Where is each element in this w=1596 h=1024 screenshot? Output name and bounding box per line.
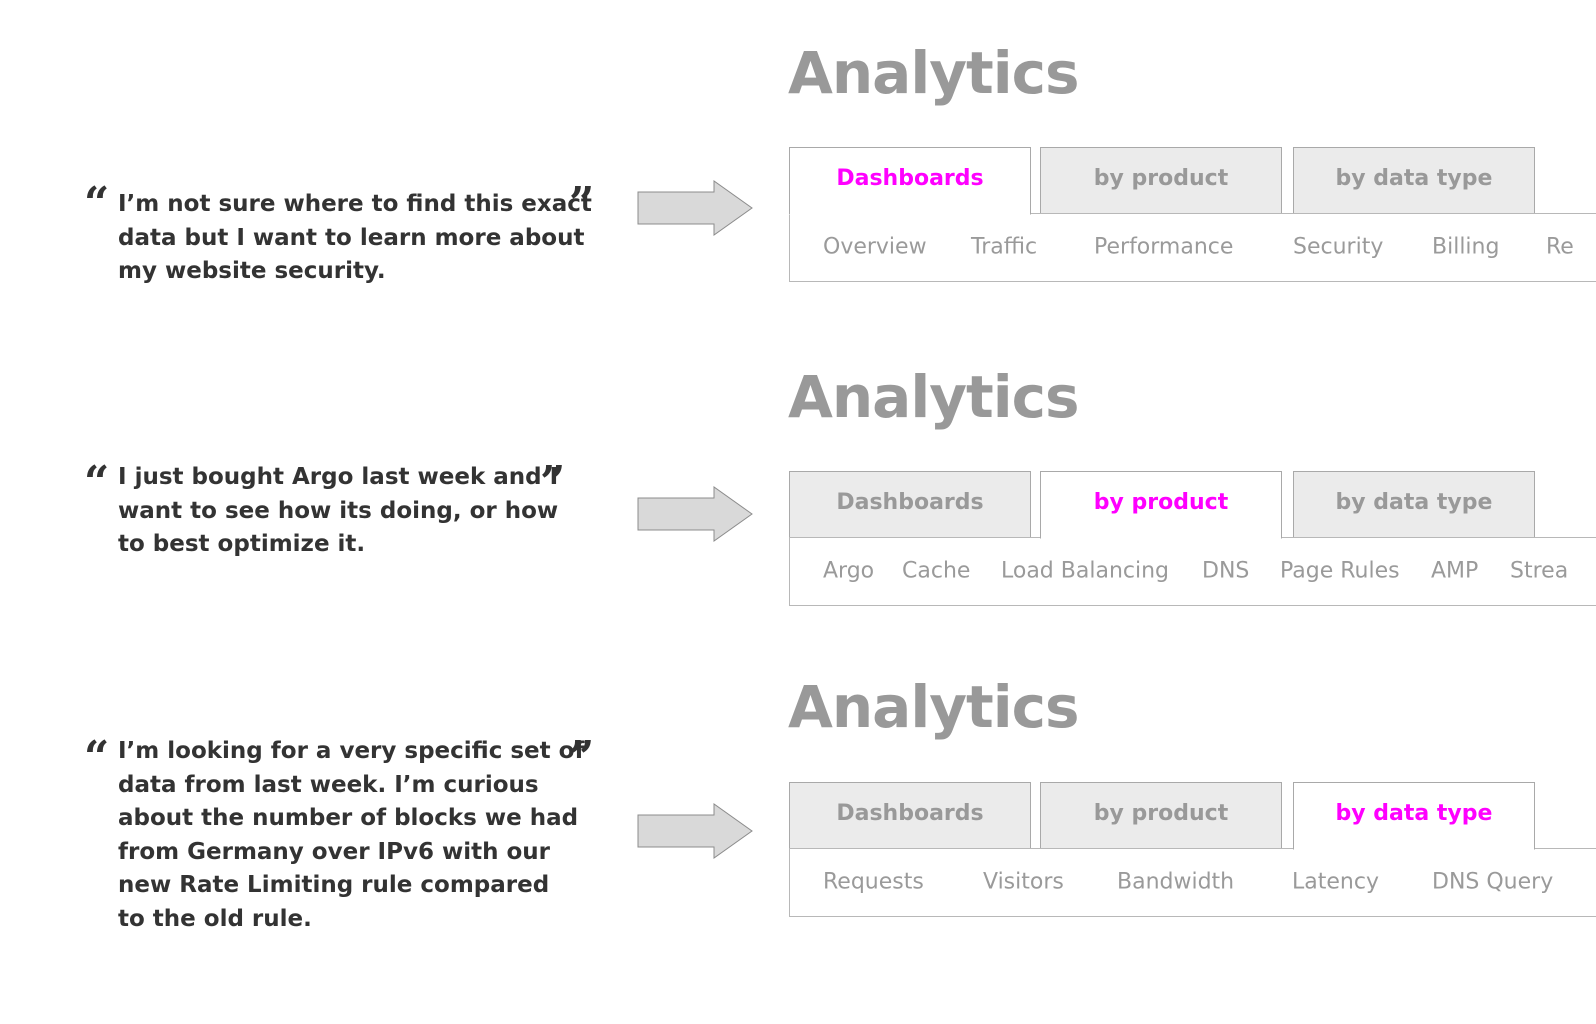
user-quote: I’m not sure where to find this exact da… — [118, 188, 592, 289]
subnav-item-security[interactable]: Security — [1293, 234, 1384, 260]
right-arrow-icon — [637, 180, 753, 236]
quote-line: I’m looking for a very specific set of — [118, 738, 585, 764]
quote-line: from Germany over IPv6 with our — [118, 838, 550, 865]
subnav-item-load-balancing[interactable]: Load Balancing — [1001, 558, 1169, 584]
subnav-item-billing[interactable]: Billing — [1432, 234, 1500, 260]
user-quote: I’m looking for a very specific set of d… — [118, 735, 584, 936]
scenario-data-type: “ I’m looking for a very specific set of… — [0, 634, 1596, 934]
subnav-item-truncated[interactable]: Strea — [1510, 558, 1569, 584]
tab-dashboards[interactable]: Dashboards — [789, 471, 1031, 538]
scenario-website-security: “ I’m not sure where to find this exact … — [0, 0, 1596, 300]
analytics-nav-panel: Dashboards by product by data type Overv… — [789, 147, 1596, 283]
tab-by-data-type[interactable]: by data type — [1293, 471, 1535, 538]
quote-line: my website security. — [118, 258, 386, 284]
subnav-item-traffic[interactable]: Traffic — [971, 234, 1038, 260]
subnav-item-argo[interactable]: Argo — [823, 558, 875, 584]
tab-by-data-type[interactable]: by data type — [1293, 147, 1535, 214]
close-quote-icon: ” — [569, 178, 595, 229]
open-quote-icon: “ — [84, 178, 110, 229]
subnav-item-latency[interactable]: Latency — [1292, 869, 1379, 895]
close-quote-icon: ” — [569, 732, 595, 783]
subnav-bar — [789, 848, 1596, 917]
right-arrow-icon — [637, 486, 753, 542]
open-quote-icon: “ — [84, 457, 110, 508]
subnav-item-visitors[interactable]: Visitors — [983, 869, 1064, 895]
subnav-item-bandwidth[interactable]: Bandwidth — [1117, 869, 1235, 895]
subnav-item-amp[interactable]: AMP — [1431, 558, 1479, 584]
quote-line: want to see how its doing, or how — [118, 497, 559, 524]
page-title: Analytics — [788, 39, 1080, 107]
quote-line: data but I want to learn more about — [118, 224, 585, 251]
subnav-item-truncated[interactable]: Re — [1546, 234, 1574, 260]
subnav-item-page-rules[interactable]: Page Rules — [1280, 558, 1400, 584]
subnav-item-requests[interactable]: Requests — [823, 869, 924, 895]
quote-line: new Rate Limiting rule compared — [118, 872, 550, 898]
subnav-item-cache[interactable]: Cache — [902, 558, 971, 584]
quote-line: about the number of blocks we had — [118, 805, 579, 831]
subnav-item-dns-query[interactable]: DNS Query — [1432, 869, 1554, 895]
close-quote-icon: ” — [540, 457, 566, 508]
quote-line: I just bought Argo last week and I — [118, 464, 559, 490]
tab-dashboards[interactable]: Dashboards — [789, 782, 1031, 849]
quote-line: data from last week. I’m curious — [118, 771, 539, 798]
subnav-item-dns[interactable]: DNS — [1202, 558, 1250, 584]
quote-line: to the old rule. — [118, 905, 312, 932]
subnav-item-performance[interactable]: Performance — [1094, 234, 1234, 260]
quote-line: I’m not sure where to find this exact — [118, 191, 592, 217]
tab-dashboards[interactable]: Dashboards — [789, 147, 1031, 215]
subnav-bar — [789, 537, 1596, 606]
analytics-nav-panel: Dashboards by product by data type Argo … — [789, 471, 1596, 607]
scenario-argo-product: “ I just bought Argo last week and I wan… — [0, 324, 1596, 624]
page-title: Analytics — [788, 363, 1080, 431]
user-quote: I just bought Argo last week and I want … — [118, 461, 558, 562]
subnav-item-overview[interactable]: Overview — [823, 234, 927, 260]
quote-line: to best optimize it. — [118, 531, 366, 557]
tab-by-product[interactable]: by product — [1040, 782, 1282, 849]
subnav-bar — [789, 213, 1596, 282]
open-quote-icon: “ — [84, 732, 110, 783]
page-title: Analytics — [788, 673, 1080, 741]
tab-by-product[interactable]: by product — [1040, 471, 1282, 539]
analytics-nav-panel: Dashboards by product by data type Reque… — [789, 782, 1596, 918]
tab-by-product[interactable]: by product — [1040, 147, 1282, 214]
right-arrow-icon — [637, 803, 753, 859]
tab-by-data-type[interactable]: by data type — [1293, 782, 1535, 850]
